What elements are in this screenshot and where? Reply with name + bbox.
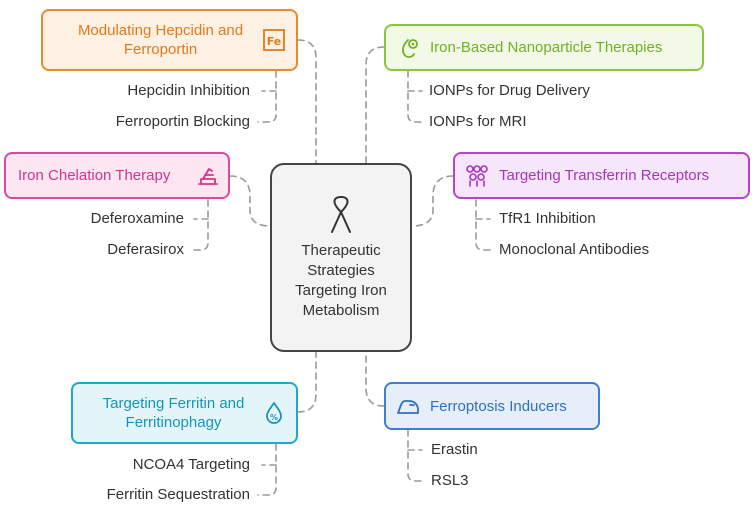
- sub-item: Deferoxamine: [90, 210, 184, 227]
- connector-ferroptosis: [365, 351, 385, 407]
- branch-ferroptosis-title: Ferroptosis Inducers: [430, 397, 567, 415]
- nanoparticle-icon: [398, 36, 422, 60]
- branch-ferroptosis: Ferroptosis Inducers: [384, 382, 600, 430]
- branch-ferritin: Targeting Ferritin and Ferritinophagy %: [71, 382, 298, 444]
- fe-element-icon: Fe: [262, 28, 286, 52]
- svg-text:Fe: Fe: [267, 35, 282, 48]
- branch-chelation-title: Iron Chelation Therapy: [18, 167, 171, 184]
- svg-text:%: %: [270, 413, 278, 422]
- ribbon-icon: [326, 195, 356, 241]
- center-title: Therapeutic Strategies Targeting Iron Me…: [295, 241, 387, 319]
- branch-transferrin: Targeting Transferrin Receptors: [453, 152, 750, 199]
- sub-item: Hepcidin Inhibition: [127, 82, 250, 99]
- connector-hepcidin: [297, 39, 317, 164]
- percent-drop-icon: %: [262, 401, 286, 425]
- bracket-transferrin: [475, 199, 491, 251]
- sub-item: IONPs for Drug Delivery: [429, 82, 590, 99]
- branch-nanoparticle-title: Iron-Based Nanoparticle Therapies: [430, 39, 663, 56]
- branch-transferrin-title: Targeting Transferrin Receptors: [499, 167, 710, 184]
- connector-chelation: [229, 175, 271, 227]
- branch-nanoparticle: Iron-Based Nanoparticle Therapies: [384, 24, 704, 71]
- connector-transferrin: [411, 175, 454, 227]
- bracket-ferroptosis: [407, 429, 423, 482]
- branch-chelation: Iron Chelation Therapy: [4, 152, 230, 199]
- connector-ferritin: [297, 351, 317, 413]
- branch-hepcidin-title: Modulating Hepcidin and Ferroportin: [77, 22, 244, 58]
- sub-item: NCOA4 Targeting: [132, 456, 250, 473]
- scale-icon: [196, 164, 220, 188]
- sub-item: Monoclonal Antibodies: [499, 241, 650, 258]
- sub-item: Ferritin Sequestration: [106, 486, 250, 503]
- branch-hepcidin: Modulating Hepcidin and Ferroportin Fe: [41, 9, 298, 71]
- receptor-icon: [465, 164, 489, 188]
- bracket-nanoparticle: [407, 70, 423, 123]
- sub-item: Erastin: [431, 441, 478, 458]
- sub-item: Deferasirox: [107, 241, 184, 258]
- bracket-hepcidin: [257, 70, 277, 123]
- iron-appliance-icon: [396, 394, 420, 418]
- sub-item: RSL3: [431, 472, 469, 489]
- sub-item: Ferroportin Blocking: [115, 113, 250, 130]
- connector-nanoparticle: [365, 46, 385, 164]
- sub-item: TfR1 Inhibition: [499, 210, 596, 227]
- center-node: Therapeutic Strategies Targeting Iron Me…: [270, 163, 412, 352]
- branch-ferritin-title: Targeting Ferritin and Ferritinophagy: [102, 395, 245, 431]
- sub-item: IONPs for MRI: [429, 113, 527, 130]
- bracket-ferritin: [257, 443, 277, 496]
- bracket-chelation: [191, 199, 209, 251]
